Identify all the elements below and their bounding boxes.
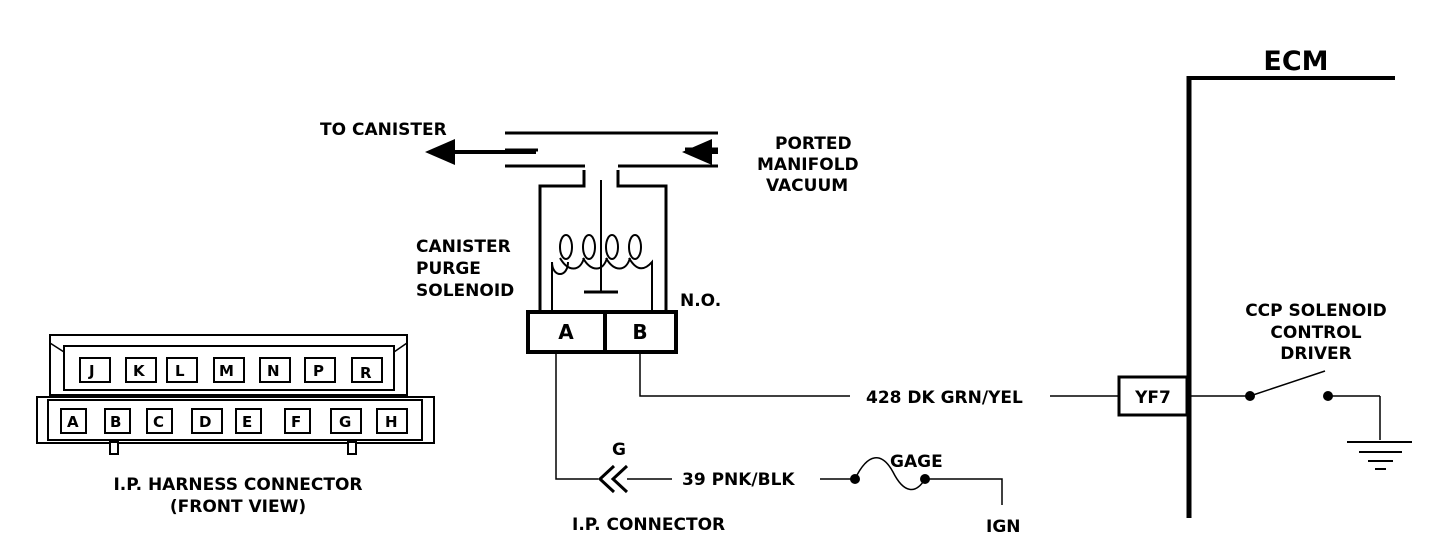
solenoid-connector: A B [526,310,678,354]
ccp-driver-switch: CCP SOLENOID CONTROL DRIVER [1190,301,1387,440]
pin-label: F [291,413,301,431]
ported-label-line1: PORTED [775,134,852,154]
wire-39-label: 39 PNK/BLK [682,470,795,490]
terminal-a-label: A [558,320,574,344]
fuse-label: GAGE [890,452,943,472]
normally-open-label: N.O. [680,291,721,311]
pin-label: N [267,362,280,380]
wire-428: 428 DK GRN/YEL [639,352,1119,408]
ground-symbol [1347,441,1412,470]
ported-label-line3: VACUUM [766,176,848,196]
pin-label: A [67,413,79,431]
driver-label-line2: CONTROL [1270,323,1361,343]
driver-label-line3: DRIVER [1280,344,1351,364]
to-canister-label: TO CANISTER [320,120,447,140]
ign-label: IGN [986,517,1021,536]
ip-connector-label: I.P. CONNECTOR [572,515,725,535]
ip-connector-icon [597,464,629,494]
pin-label: G [339,413,351,431]
pin-label: M [219,362,234,380]
coil-icon [551,234,653,312]
ported-vacuum-arrow: PORTED MANIFOLD VACUUM [682,134,859,196]
harness-caption-line1: I.P. HARNESS CONNECTOR [113,475,362,495]
pin-label: C [153,413,164,431]
pin-label: K [133,362,146,380]
arrow-left-icon [425,139,455,165]
pin-label: B [110,413,121,431]
driver-label-line1: CCP SOLENOID [1245,301,1387,321]
solenoid-label-line3: SOLENOID [416,281,514,301]
ecm-block: ECM [1186,46,1395,518]
ecm-terminal-label: YF7 [1134,388,1171,408]
pin-label: P [313,362,324,380]
latch-left [109,441,119,455]
wire-428-label: 428 DK GRN/YEL [866,388,1023,408]
to-canister-arrow: TO CANISTER [320,120,536,165]
harness-caption-line2: (FRONT VIEW) [170,497,306,517]
pin-label: H [385,413,398,431]
arrow-left-icon-inlet [682,139,712,165]
pin-label: E [242,413,252,431]
pin-label: R [360,364,372,382]
vacuum-lines [505,131,718,168]
harness-connector: J K L M N P R A B C D E F G H I.P. HARN [36,334,435,517]
solenoid-body: CANISTER PURGE SOLENOID N.O. [416,170,721,312]
latch-right [347,441,357,455]
pin-label: L [175,362,185,380]
switch-arm [1249,370,1326,397]
top-row-cavities: J K L M N P R [79,357,383,383]
ecm-terminal-yf7: YF7 [1117,375,1189,417]
solenoid-label-line2: PURGE [416,259,481,279]
bottom-row-cavities: A B C D E F G H [60,408,408,434]
terminal-b-label: B [632,320,647,344]
fuse-icon [854,457,926,491]
pin-label: D [199,413,211,431]
wire-39: G I.P. CONNECTOR 39 PNK/BLK GAGE IGN [555,352,1021,536]
ported-label-line2: MANIFOLD [757,155,859,175]
ecm-title: ECM [1263,46,1328,77]
solenoid-label-line1: CANISTER [416,237,511,257]
pin-label: J [88,362,95,380]
ip-connector-cavity: G [612,440,626,460]
